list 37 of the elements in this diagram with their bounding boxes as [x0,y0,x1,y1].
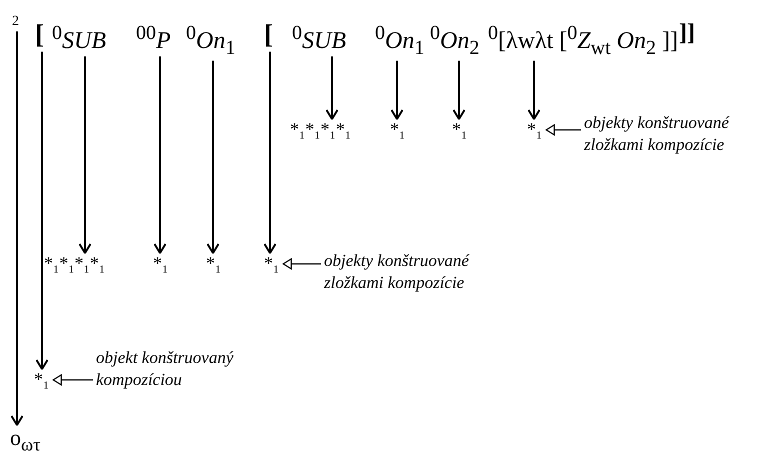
type-label: *₁ [206,254,222,274]
type-label: *₁*₁*₁*₁ [44,254,106,274]
formula-term: $^{0}$[λwλt [$^{0}$Z$_{wt}$ On$_{2}$ ]] [488,22,678,59]
arrow [36,52,48,370]
type-label: o$_{ωτ}$ [10,426,40,452]
annotation-text: objekty konštruované zložkami kompozície [324,250,499,294]
arrow [52,374,93,386]
type-label: *₁ [153,254,168,274]
formula-bracket: [ [264,20,273,50]
type-label: *₁ [452,120,468,140]
formula-term: $^{0}$On$_{1}$ [186,22,236,59]
type-label: *₁*₁*₁*₁ [290,120,352,140]
formula-term: $^{0}$On$_{2}$ [430,22,480,59]
formula-term: $^{00}$P [136,22,171,54]
type-label: *₁ [527,120,542,140]
arrow [78,56,92,254]
arrow [154,56,166,254]
annotation-text: objekt konštruovaný kompozíciou [96,347,281,392]
formula-term: $^{0}$On$_{1}$ [375,22,424,59]
arrow [264,52,276,254]
annotation-text: objekty konštruované zložkami kompozície [584,112,764,156]
arrow [206,60,220,254]
formula-bracket: [ [35,20,44,50]
type-label: *₁ [390,120,406,140]
type-label: *₁ [34,370,50,390]
formula-term: $^{0}$SUB [52,22,106,54]
arrow [546,124,581,136]
type-label: *₁ [264,254,280,274]
arrow [10,31,24,426]
formula-term: 2 [12,14,19,30]
arrow [326,56,338,120]
formula-term: $^{0}$SUB [292,22,346,54]
closing-brackets: ]] [678,20,695,46]
arrow [452,60,466,120]
arrow [390,60,404,120]
arrow [528,60,540,120]
arrow [282,258,321,270]
